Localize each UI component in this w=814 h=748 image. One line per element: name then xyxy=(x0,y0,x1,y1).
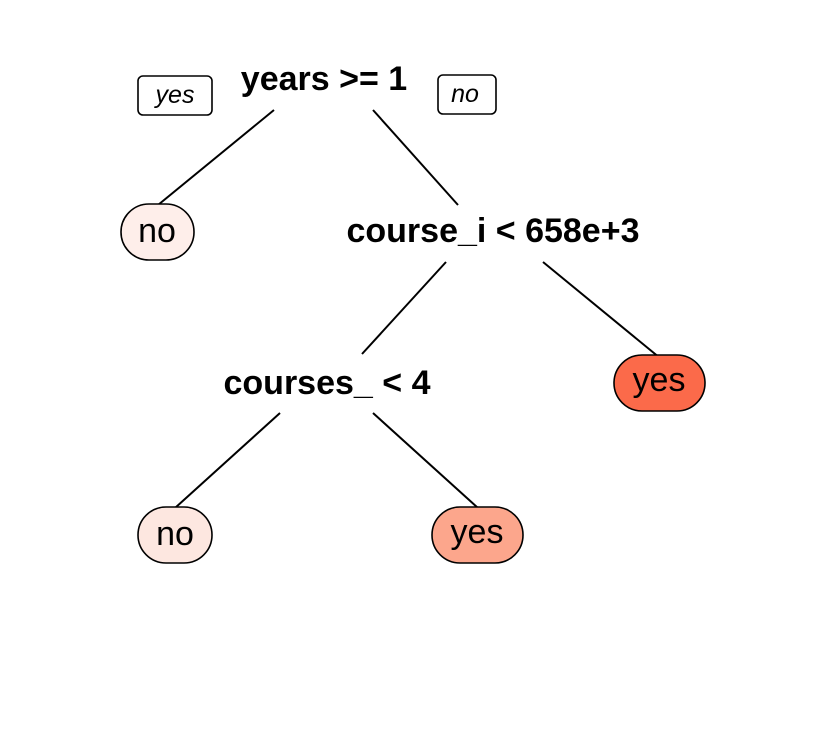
edge-courses-to-leaf-yes xyxy=(372,412,479,509)
edge-course-i-to-leaf-yes xyxy=(542,261,661,359)
branch-label-yes-text: yes xyxy=(154,81,195,109)
edge-course-i-to-courses-split xyxy=(361,261,447,355)
edge-root-to-course-i-split xyxy=(372,109,459,206)
branch-label-no-text: no xyxy=(451,80,479,108)
root-split-label: years >= 1 xyxy=(241,60,407,98)
courses-split-node: courses_ < 4 xyxy=(224,364,431,402)
course-i-split-label: course_i < 658e+3 xyxy=(346,212,639,250)
leaf-node-no-2-box xyxy=(137,506,213,564)
course-i-split-node: course_i < 658e+3 xyxy=(346,212,639,250)
branch-label-yes-box xyxy=(137,75,213,116)
branch-label-yes: yes xyxy=(137,75,213,116)
leaf-node-yes-2-box xyxy=(431,506,524,564)
leaf-node-no-1-box xyxy=(120,203,195,261)
edge-root-to-leaf-no xyxy=(157,109,275,206)
root-split-node: years >= 1 xyxy=(241,60,407,98)
leaf-node-no-2: no xyxy=(137,506,213,564)
leaf-node-yes-2: yes xyxy=(431,506,524,564)
leaf-node-yes-1-label: yes xyxy=(633,361,686,399)
leaf-node-yes-1-box xyxy=(613,354,706,412)
leaf-node-yes-1: yes xyxy=(613,354,706,412)
tree-edges xyxy=(157,109,661,509)
leaf-node-yes-2-label: yes xyxy=(451,513,504,551)
courses-split-label: courses_ < 4 xyxy=(224,364,431,402)
leaf-node-no-2-label: no xyxy=(156,515,194,553)
branch-label-no-box xyxy=(437,74,497,115)
edge-courses-to-leaf-no xyxy=(174,412,281,509)
leaf-node-no-1-label: no xyxy=(138,212,176,250)
branch-label-no: no xyxy=(437,74,497,115)
leaf-node-no-1: no xyxy=(120,203,195,261)
